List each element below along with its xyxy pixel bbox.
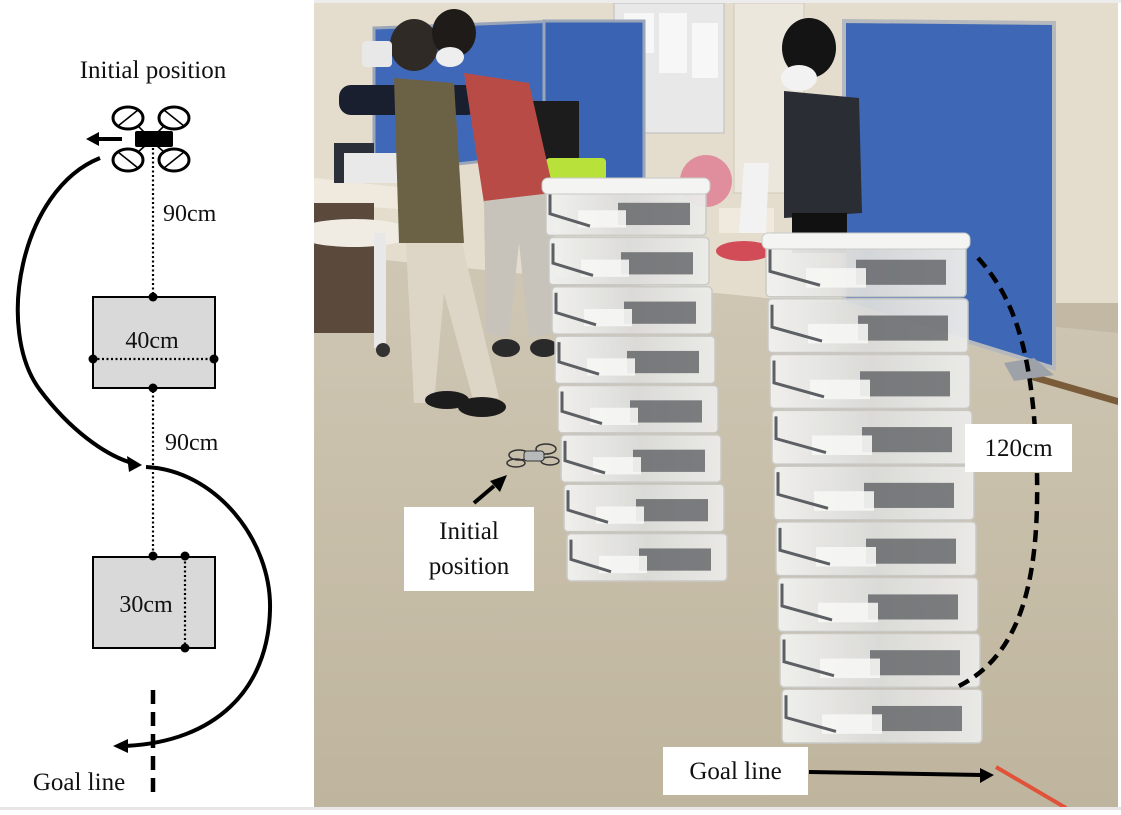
box-tower-left	[541, 177, 728, 582]
initial-position-label: Initial position	[428, 518, 510, 580]
storage-box	[554, 335, 716, 385]
storage-box	[563, 483, 725, 533]
height-label: 120cm	[984, 434, 1053, 462]
goal-tape	[994, 765, 1068, 807]
storage-box	[777, 576, 979, 633]
red-chair	[716, 241, 772, 261]
storage-box	[767, 298, 969, 354]
arrow-left-icon	[86, 132, 122, 146]
box-lid	[761, 232, 971, 250]
distance-label-1: 90cm	[163, 201, 217, 227]
goal-line-photo-label: Goal line	[689, 757, 782, 785]
storage-box	[545, 187, 707, 237]
goal-line-label-box: Goal line	[663, 747, 808, 795]
course-diagram-svg: Initial position	[15, 57, 273, 800]
path-end-arrow-icon	[113, 739, 128, 753]
storage-box	[765, 242, 967, 298]
top-border	[314, 0, 1121, 3]
person-vr	[339, 19, 506, 417]
storage-box	[548, 236, 710, 286]
obstacle-1: 40cm	[88, 292, 219, 393]
course-diagram: Initial position	[0, 0, 314, 810]
storage-box	[781, 688, 983, 744]
green-object	[546, 158, 606, 180]
box-tower-right	[761, 232, 983, 744]
box-lid	[541, 177, 711, 195]
storage-box	[557, 384, 719, 434]
storage-box	[566, 532, 728, 582]
goal-line-label: Goal line	[33, 769, 125, 796]
obstacle-2: 30cm	[92, 551, 216, 653]
drone-icon	[111, 105, 191, 173]
bottom-border	[0, 807, 1121, 810]
obstacle-1-label: 40cm	[125, 328, 179, 354]
person-boy	[781, 18, 862, 253]
height-label-box: 120cm	[965, 424, 1072, 472]
tello-drone-icon	[506, 443, 560, 468]
storage-box	[551, 286, 713, 335]
obstacle-2-label: 30cm	[119, 592, 173, 618]
storage-box	[560, 434, 722, 483]
flight-path	[15, 156, 273, 748]
storage-box	[775, 521, 977, 577]
photo-scene	[314, 3, 1118, 807]
path-arrow-icon	[127, 456, 142, 472]
person-red-shirt	[432, 9, 559, 357]
round-table	[314, 219, 414, 247]
storage-box	[773, 465, 975, 521]
storage-box	[771, 409, 973, 465]
initial-position-label-box: Initial position	[404, 507, 534, 591]
diagram-title: Initial position	[80, 57, 227, 84]
height-dashed-arc	[957, 256, 1040, 689]
experiment-photo: Initial position 120cm Goal line	[314, 3, 1118, 807]
baseboard	[1014, 368, 1118, 405]
storage-box	[769, 353, 971, 410]
goal-line-arrow	[808, 768, 994, 783]
distance-label-2: 90cm	[165, 430, 219, 456]
storage-box	[779, 632, 981, 688]
vr-headset-icon	[362, 41, 392, 67]
initial-position-arrow	[472, 475, 507, 505]
